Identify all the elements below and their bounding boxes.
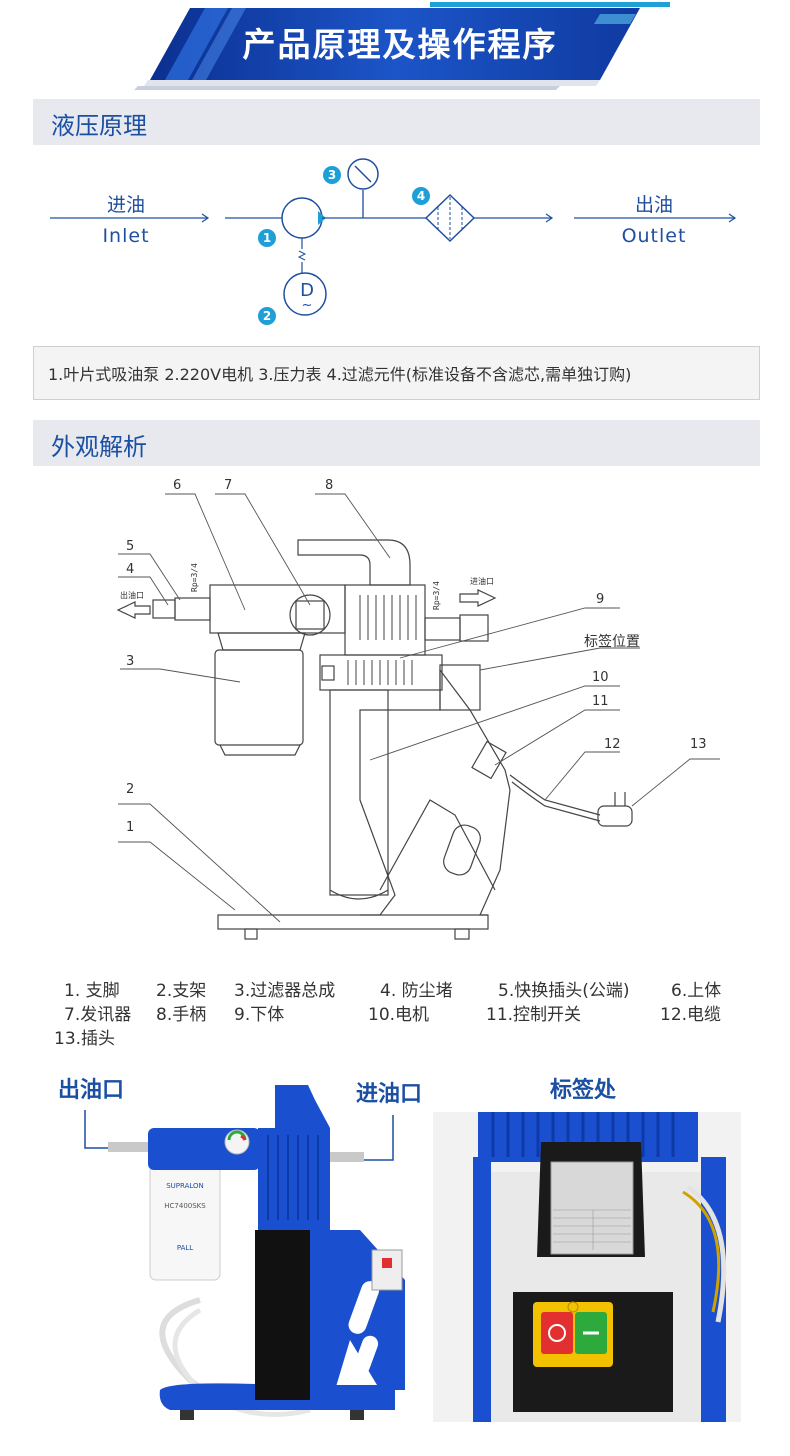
outlet-label-cn: 出油 [634, 194, 673, 216]
page-title: 产品原理及操作程序 [242, 25, 558, 64]
part-4: 4. 防尘堵 [380, 981, 453, 1001]
part-12: 12.电缆 [660, 1005, 722, 1025]
machine-illustration: SUPRALON HC7400SKS PALL [84, 1085, 405, 1420]
part-1: 1. 支脚 [64, 981, 120, 1001]
part-13: 13.插头 [54, 1029, 116, 1049]
callout-8: 8 [325, 478, 334, 493]
header-banner: 产品原理及操作程序 [0, 0, 790, 92]
inlet-label-cn: 进油 [106, 194, 145, 216]
legend-text: 1.叶片式吸油泵 2.220V电机 3.压力表 4.过滤元件(标准设备不含滤芯,… [48, 365, 632, 384]
part-7: 7.发讯器 [64, 1005, 132, 1025]
photo-inlet-label: 进油口 [356, 1082, 423, 1107]
machine-photo: SUPRALON HC7400SKS PALL [50, 1080, 440, 1450]
inlet-label-en: Inlet [102, 225, 150, 247]
part-5: 5.快换插头(公端) [498, 981, 630, 1001]
callout-7: 7 [224, 478, 233, 493]
part-2: 2.支架 [156, 981, 207, 1001]
motor-symbol: D [300, 280, 314, 301]
callout-5: 5 [126, 539, 135, 554]
drawing-inlet-note: 进油口 [470, 577, 494, 586]
callout-13: 13 [690, 737, 707, 752]
part-11: 11.控制开关 [486, 1005, 582, 1025]
section-header-principle: 液压原理 [33, 99, 760, 145]
section-title-principle: 液压原理 [51, 112, 147, 140]
label-illustration [473, 1112, 727, 1422]
filter-model-text: HC7400SKS [164, 1202, 206, 1210]
label-photo [433, 1112, 741, 1422]
filter-maker-text: PALL [177, 1244, 193, 1252]
part-3: 3.过滤器总成 [234, 981, 336, 1001]
part-8: 8.手柄 [156, 1005, 207, 1025]
outlet-label-en: Outlet [621, 225, 687, 247]
photo-tag-label: 标签处 [550, 1078, 617, 1103]
banner-graphic [134, 2, 670, 90]
marker-3: 3 [323, 166, 341, 184]
thread-spec-right: Rp=3/4 [432, 581, 441, 610]
callout-1: 1 [126, 820, 135, 835]
part-10: 10.电机 [368, 1005, 430, 1025]
thread-spec-left: Rp=3/4 [190, 563, 199, 592]
label-position-note: 标签位置 [584, 634, 640, 650]
drawing-outlet-note: 出油口 [120, 591, 144, 600]
hydraulic-schematic [50, 158, 737, 316]
marker-4: 4 [412, 187, 430, 205]
principle-legend: 1.叶片式吸油泵 2.220V电机 3.压力表 4.过滤元件(标准设备不含滤芯,… [33, 346, 760, 400]
marker-1: 1 [258, 229, 276, 247]
part-9: 9.下体 [234, 1005, 285, 1025]
callout-3: 3 [126, 654, 135, 669]
section-title-appearance: 外观解析 [51, 433, 147, 461]
marker-2: 2 [258, 307, 276, 325]
callout-12: 12 [604, 737, 621, 752]
technical-drawing [116, 493, 720, 940]
callout-9: 9 [596, 592, 605, 607]
motor-tilde: ~ [301, 298, 313, 313]
filter-brand-text: SUPRALON [166, 1182, 204, 1190]
callout-2: 2 [126, 782, 135, 797]
part-6: 6.上体 [671, 981, 722, 1001]
callout-11: 11 [592, 694, 609, 709]
callout-10: 10 [592, 670, 609, 685]
callout-4: 4 [126, 562, 135, 577]
section-header-appearance: 外观解析 [33, 420, 760, 466]
callout-6: 6 [173, 478, 182, 493]
photo-outlet-label: 出油口 [58, 1078, 125, 1103]
